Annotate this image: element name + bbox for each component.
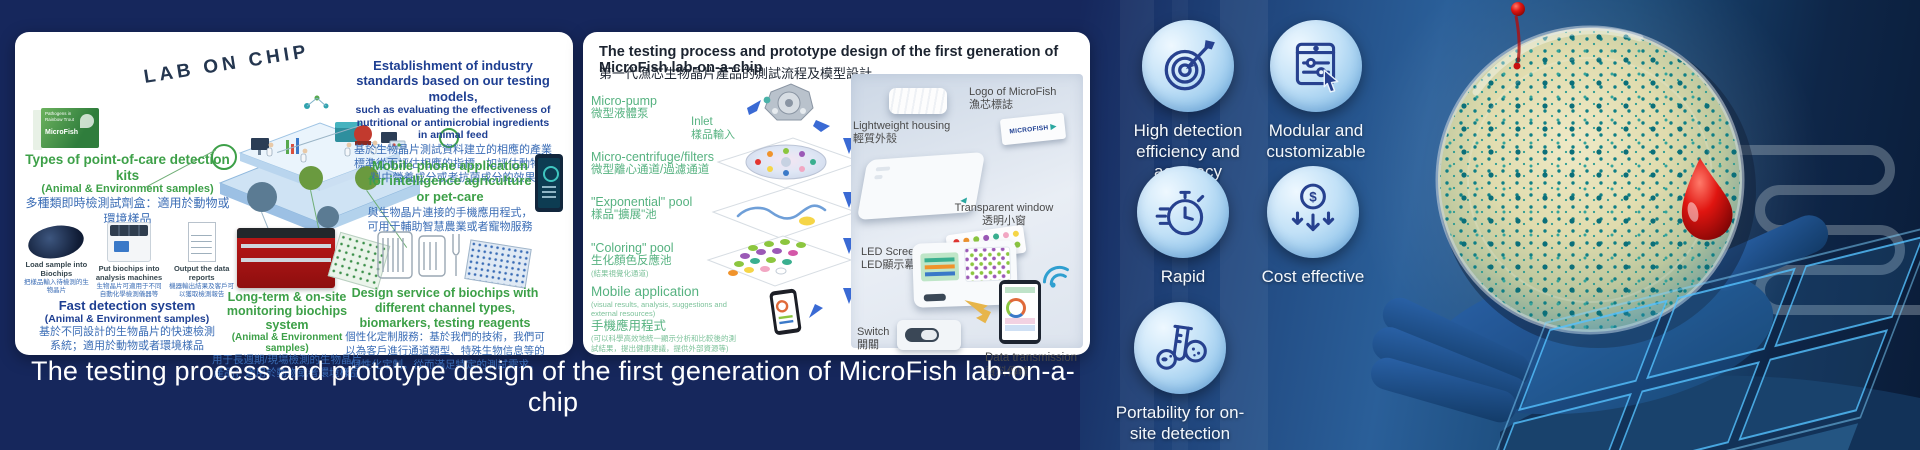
label-exponential-pool: "Exponential" pool 樣品"擴展"池: [591, 195, 693, 222]
callout-node-slate-1: [247, 182, 277, 212]
long-term-block: Long-term & on-site monitoring biochips …: [211, 290, 363, 381]
callout-node-slate-2: [317, 206, 339, 228]
types-title: Types of point-of-care detection kits: [25, 152, 230, 183]
step-caption-zh: 生物晶片可適用于不同自動化學檢測儀器等: [96, 282, 162, 299]
standards-zh: 基於生物晶片測試資料建立的相應的產業標準從而評估相應的指標，如評估動物飼料中營養…: [354, 143, 552, 185]
label-inlet: Inlet 樣品輸入: [691, 116, 735, 142]
step-data-report: Output the data reports 機器輸出結果及客戶可以獲取檢測報…: [168, 222, 235, 300]
step-caption-zh: 把樣品輸入待檢測的生物晶片: [23, 278, 89, 295]
logo-arrow-icon: ▶: [1049, 121, 1057, 132]
cost-effective-icon: $: [1291, 183, 1335, 232]
switch-label: Switch 開關: [857, 326, 890, 352]
petri-dish: [1435, 25, 1756, 348]
callout-node-ring-2: [439, 128, 459, 148]
step-analysis-machine: Put biochips into analysis machines 生物晶片…: [96, 222, 163, 300]
design-title: Design service of biochips with differen…: [351, 286, 539, 330]
microfish-logo-chip: MICROFISH ▶: [999, 112, 1067, 146]
step-caption-en: Load sample into Biochips: [25, 260, 88, 279]
kit-brand: MicroFish: [45, 128, 79, 136]
wifi-icon: [1042, 265, 1069, 288]
longterm-zh: 用于長週期/現場檢測的生物晶片產品；適用於動物或者環境樣品: [212, 354, 362, 380]
lab-on-chip-panel: LAB ON CHIP Pathogens in Rainbow Trout M…: [15, 32, 573, 379]
feature-label: Rapid: [1160, 267, 1206, 286]
longterm-subtitle: (Animal & Environment samples): [231, 332, 343, 354]
mid-panel-title: The testing process and prototype design…: [599, 44, 1059, 76]
feature-portability: Portability for on-site detection: [1105, 302, 1255, 444]
window-label: Transparent window 透明小窗: [954, 202, 1054, 228]
led-screen-label: LED Screen LED顯示幕: [861, 246, 921, 272]
mobileapp-title: Mobile phone application for intelligenc…: [368, 158, 532, 204]
transfer-arrow-icon: [964, 300, 992, 324]
types-subtitle: (Animal & Environment samples): [41, 183, 214, 196]
step-caption-zh: 機器輸出結果及客戶可以獲取檢測報告: [169, 282, 235, 299]
target-icon: [1164, 40, 1215, 91]
label-micro-centrifuge: Micro-centrifuge/filters 微型離心通道/過濾通道: [591, 150, 714, 177]
dotted-biochip-photo: [464, 239, 532, 289]
label-coloring-pool: "Coloring" pool 生化顏色反應池 (結果視覺化通道): [591, 241, 674, 279]
feature-rapid: Rapid: [1108, 166, 1258, 288]
detection-steps: Load sample into Biochips 把樣品輸入待檢測的生物晶片 …: [23, 221, 235, 300]
stopwatch-icon: [1155, 190, 1205, 236]
kit-logo-blob: [80, 114, 94, 128]
switch-thumb: [897, 320, 961, 350]
mobile-app-phone-render: [999, 280, 1041, 344]
fast-detection-block: Fast detection system (Animal & Environm…: [37, 298, 217, 354]
label-micro-pump: Micro-pump 微型液體泵: [591, 94, 657, 121]
feature-label: Cost effective: [1261, 267, 1365, 286]
callout-node-green-1: [299, 166, 323, 190]
standards-block: Establishment of industry standards base…: [353, 58, 553, 186]
prototype-design-panel: The testing process and prototype design…: [583, 32, 1090, 378]
feature-cost-effective: $ Cost effective: [1238, 166, 1388, 288]
fast-subtitle: (Animal & Environment samples): [44, 313, 210, 325]
logo-label: Logo of MicroFish 漁芯標誌: [969, 86, 1057, 112]
step-caption-en: Output the data reports: [173, 264, 230, 283]
types-of-kits-block: Types of point-of-care detection kits (A…: [20, 152, 235, 227]
petri-dish-photo-art: [1120, 0, 1920, 450]
data-transmission-label: Data transmission 資料傳輸: [985, 352, 1078, 378]
syringe-pump-photo: [237, 228, 335, 288]
callout-node-ring-1: [211, 144, 237, 170]
standards-title: Establishment of industry standards base…: [356, 58, 550, 104]
feature-modular: Modular and customizable: [1241, 20, 1391, 162]
longterm-title: Long-term & on-site monitoring biochips …: [226, 290, 348, 332]
banner-caption: The testing process and prototype design…: [31, 356, 1075, 417]
microfish-logo-text: MICROFISH: [1009, 123, 1049, 135]
housing-thumb: [889, 88, 947, 114]
fast-title: Fast detection system: [58, 298, 196, 313]
design-zh: 個性化定制服務：基於我們的技術，我們可以為客戶進行通道類型、特殊生物信息等的個性…: [345, 331, 545, 371]
phone-screenshot: [535, 154, 563, 212]
mobile-app-block: Mobile phone application for intelligenc…: [367, 158, 533, 235]
portability-icon: [1156, 324, 1207, 370]
kit-line1: Pathogens in: [45, 111, 72, 116]
housing-label: Lightweight housing 輕質外殼: [853, 120, 951, 146]
report-sheet: [187, 222, 216, 262]
modular-icon: [1295, 42, 1339, 93]
mid-panel-title-zh: 第一代漁芯生物晶片產品的測試流程及模型設計: [599, 66, 873, 81]
step-load-sample: Load sample into Biochips 把樣品輸入待檢測的生物晶片: [23, 221, 90, 300]
fast-zh: 基於不同設計的生物晶片的快速檢測系統；適用於動物或者環境樣品: [39, 326, 215, 353]
feature-label: Portability for on-site detection: [1115, 403, 1245, 443]
callout-node-green-2: [355, 166, 379, 190]
feature-label: Modular and customizable: [1266, 121, 1366, 161]
biochip-photo: [25, 221, 87, 263]
device-render-area: Lightweight housing 輕質外殼 Logo of MicroFi…: [851, 74, 1083, 378]
mobileapp-zh: 與生物晶片連接的手機應用程式，可用于輔助智慧農業或者寵物服務: [367, 206, 533, 234]
device-window-grid: [964, 246, 1012, 282]
step-caption-en: Put biochips into analysis machines: [95, 264, 163, 283]
red-droplet: [1511, 2, 1733, 240]
led-screen: [920, 252, 960, 282]
microfish-kit-box: Pathogens in Rainbow Trout MicroFish: [33, 108, 99, 150]
biochip-drawings: [377, 231, 460, 279]
design-service-block: Design service of biochips with differen…: [345, 286, 545, 372]
svg-text:$: $: [1309, 190, 1317, 205]
standards-note: such as evaluating the effectiveness of …: [355, 103, 551, 142]
kit-line2: Rainbow Trout: [45, 116, 75, 122]
circuit-board: [1458, 224, 1920, 450]
analyzer-photo: [107, 222, 151, 262]
label-mobile-application: Mobile application (visual results, anal…: [591, 284, 736, 353]
